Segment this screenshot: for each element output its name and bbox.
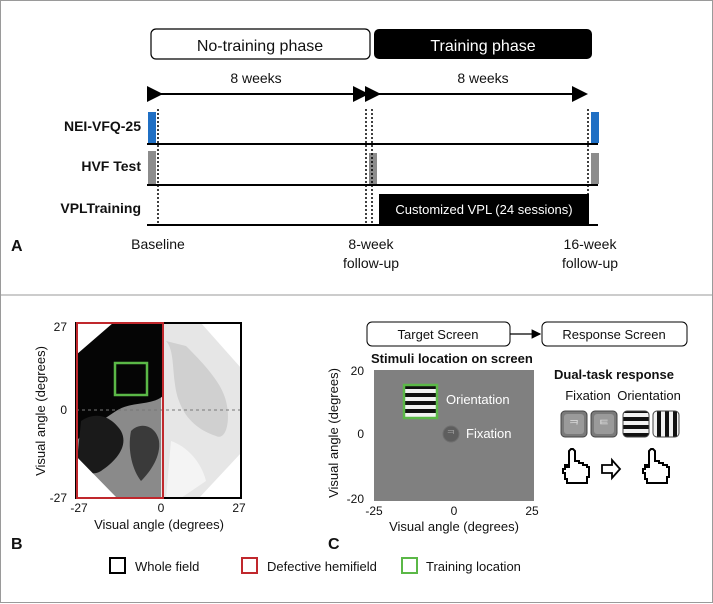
hvf-marker-baseline — [148, 151, 156, 184]
training-phase-box — [374, 29, 592, 59]
response-fixation-label: Fixation — [565, 388, 611, 403]
nei-marker-16week — [591, 112, 599, 143]
fixation-option-2-glyph: ᄐ — [598, 418, 609, 432]
fixation-option-1-glyph: ᄏ — [568, 418, 579, 432]
timepoint-8week-followup: follow-up — [343, 255, 399, 271]
c-ytick-top: 20 — [351, 364, 365, 378]
training-sessions-label: Customized VPL (24 sessions) — [395, 202, 572, 217]
c-xtick-right: 25 — [525, 504, 539, 518]
c-ytick-mid: 0 — [357, 427, 364, 441]
b-xtick-right: 27 — [232, 501, 246, 515]
stimulus-training-location-box — [402, 383, 439, 420]
legend-swatch-defective-hemifield — [241, 557, 258, 574]
panel-label-c: C — [328, 536, 340, 553]
hand-pointer-icon — [562, 448, 590, 484]
b-xtick-mid: 0 — [158, 501, 165, 515]
hvf-marker-8week — [369, 153, 377, 184]
training-location-box — [113, 361, 149, 397]
panel-label-b: B — [11, 536, 23, 553]
panel-a: No-training phase Training phase 8 weeks… — [11, 28, 618, 271]
hvf-marker-16week — [591, 153, 599, 184]
target-screen-label: Target Screen — [398, 327, 479, 342]
fixation-target — [442, 425, 460, 443]
fixation-label: Fixation — [466, 426, 512, 441]
legend-label-whole-field: Whole field — [135, 559, 199, 574]
c-xlabel: Visual angle (degrees) — [389, 519, 519, 534]
no-training-phase-box — [150, 28, 371, 60]
timepoint-16week: 16-week — [564, 236, 618, 252]
response-screen-label: Response Screen — [562, 327, 665, 342]
b-ytick-mid: 0 — [60, 403, 67, 417]
hand-pointer-icon — [642, 448, 670, 484]
c-xtick-left: -25 — [365, 504, 383, 518]
b-xtick-left: -27 — [70, 501, 88, 515]
row-label-vpl: VPLTraining — [60, 200, 141, 216]
visual-field-map — [76, 323, 241, 498]
nei-marker-baseline — [148, 112, 156, 143]
row-label-nei-vfq: NEI-VFQ-25 — [64, 118, 141, 134]
timepoint-16week-followup: follow-up — [562, 255, 618, 271]
timepoint-baseline: Baseline — [131, 236, 185, 252]
training-phase-label: Training phase — [430, 38, 535, 55]
duration-label-1: 8 weeks — [230, 70, 281, 86]
legend-swatch-training-location — [401, 557, 418, 574]
no-training-phase-label: No-training phase — [197, 38, 323, 55]
orientation-option-vertical — [652, 410, 680, 438]
stimuli-title: Stimuli location on screen — [371, 351, 533, 366]
fixation-glyph: ᄏ — [446, 430, 455, 441]
orientation-grating — [405, 386, 436, 417]
timepoint-8week: 8-week — [348, 236, 394, 252]
b-xlabel: Visual angle (degrees) — [94, 517, 224, 532]
legend-label-training-location: Training location — [426, 559, 521, 574]
orientation-option-horizontal — [622, 410, 650, 438]
legend-label-defective-hemifield: Defective hemifield — [267, 559, 377, 574]
row-label-hvf: HVF Test — [81, 158, 141, 174]
panel-c: Target Screen Response Screen Stimuli lo… — [326, 321, 688, 553]
b-ylabel: Visual angle (degrees) — [33, 346, 48, 476]
b-ytick-top: 27 — [54, 320, 68, 334]
arrow-right-icon — [601, 457, 622, 481]
legend-swatch-whole-field — [109, 557, 126, 574]
c-ytick-bottom: -20 — [347, 492, 365, 506]
training-sessions-box — [379, 194, 589, 224]
response-title: Dual-task response — [554, 367, 674, 382]
legend: Whole field Defective hemifield Training… — [109, 557, 521, 574]
response-screen-box — [541, 321, 688, 347]
b-ytick-bottom: -27 — [50, 491, 68, 505]
response-orientation-label: Orientation — [617, 388, 681, 403]
duration-label-2: 8 weeks — [457, 70, 508, 86]
defective-hemifield-box — [76, 322, 164, 499]
panel-b: 27 0 -27 -27 0 27 Visual angle (degrees)… — [11, 320, 246, 553]
c-ylabel: Visual angle (degrees) — [326, 368, 341, 498]
c-xtick-mid: 0 — [451, 504, 458, 518]
panel-label-a: A — [11, 238, 23, 255]
orientation-label: Orientation — [446, 392, 510, 407]
